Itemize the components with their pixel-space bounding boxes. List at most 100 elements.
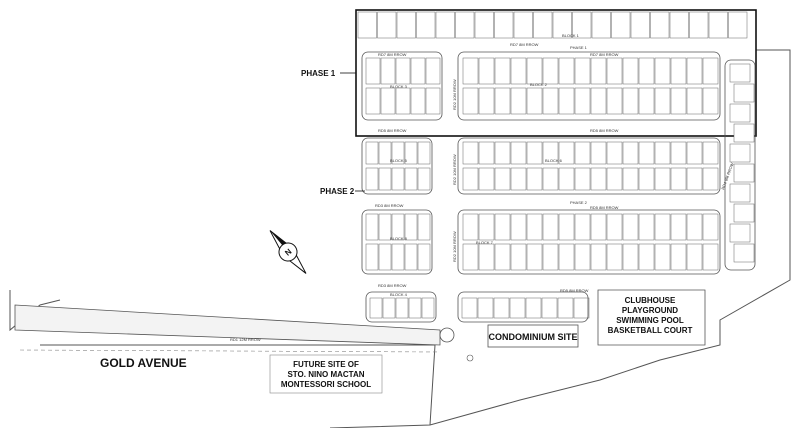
lot: [702, 167, 719, 191]
road-label-rd3c: RD3 8M RROW: [378, 283, 407, 288]
road-label-rd7b: RD7 8M RROW: [590, 52, 619, 57]
lot: [622, 213, 639, 241]
lot: [510, 243, 527, 271]
lot: [513, 11, 533, 39]
lot: [702, 141, 719, 165]
phase1-label: PHASE 1: [301, 69, 336, 78]
lot: [574, 243, 591, 271]
clubhouse-area: CLUBHOUSE PLAYGROUND SWIMMING POOL BASKE…: [597, 289, 706, 346]
lot: [708, 11, 728, 39]
phase2-inline-label: PHASE 2: [570, 200, 588, 205]
lot: [558, 213, 575, 241]
lot: [638, 213, 655, 241]
lot: [574, 167, 591, 191]
lot: [702, 57, 719, 85]
lot: [369, 297, 383, 319]
lot: [590, 87, 607, 115]
lot: [686, 87, 703, 115]
lot: [542, 167, 559, 191]
lot: [686, 167, 703, 191]
lot: [702, 213, 719, 241]
lot: [670, 57, 687, 85]
lot: [365, 167, 379, 191]
basketball-court-label: BASKETBALL COURT: [608, 326, 693, 335]
lot: [622, 167, 639, 191]
future-site-line1: FUTURE SITE OF: [293, 360, 359, 369]
lot: [478, 213, 495, 241]
lot: [654, 87, 671, 115]
lot: [462, 243, 479, 271]
lot: [670, 141, 687, 165]
lot: [493, 297, 510, 319]
lot: [606, 57, 623, 85]
lot: [395, 87, 411, 115]
block4-label: BLOCK 4: [390, 292, 408, 297]
lot: [461, 297, 478, 319]
lot: [494, 57, 511, 85]
phase2-label: PHASE 2: [320, 187, 355, 196]
lot: [590, 57, 607, 85]
lot: [391, 243, 405, 271]
lot: [728, 11, 748, 39]
lot: [378, 167, 392, 191]
lot: [670, 243, 687, 271]
lot: [574, 141, 591, 165]
lot: [542, 87, 559, 115]
lot: [654, 141, 671, 165]
lot: [729, 143, 751, 163]
lot: [380, 87, 396, 115]
road-label-rd5b: RD5 8M RROW: [590, 128, 619, 133]
lot: [408, 297, 422, 319]
lot: [669, 11, 689, 39]
lot: [494, 141, 511, 165]
lot: [474, 11, 494, 39]
block3-label: BLOCK 3: [390, 84, 408, 89]
future-site-line2: STO. NINO MACTAN: [287, 370, 364, 379]
lot: [435, 11, 455, 39]
lot: [395, 297, 409, 319]
lot: [542, 141, 559, 165]
lot: [729, 103, 751, 123]
lot: [611, 11, 631, 39]
lot: [573, 297, 590, 319]
lot: [396, 11, 416, 39]
lot: [638, 141, 655, 165]
lot: [526, 87, 543, 115]
condominium-site: CONDOMINIUM SITE: [487, 324, 579, 348]
road-label-rd3b: RD5 8M RROW: [590, 205, 619, 210]
future-site-line3: MONTESSORI SCHOOL: [281, 380, 371, 389]
north-arrow-icon: N: [269, 230, 307, 274]
lot: [462, 167, 479, 191]
lot: [525, 297, 542, 319]
lot: [729, 63, 751, 83]
lot: [357, 11, 377, 39]
lot: [670, 167, 687, 191]
lot: [590, 141, 607, 165]
road-label-rd2c: RD2 10M RROW: [452, 231, 457, 262]
lot: [558, 243, 575, 271]
lot: [622, 87, 639, 115]
lot: [425, 57, 441, 85]
lot: [404, 213, 418, 241]
lot: [638, 167, 655, 191]
block-outlines: [361, 51, 756, 323]
lot: [417, 141, 431, 165]
lot: [542, 243, 559, 271]
block1-label: BLOCK 1: [562, 33, 580, 38]
lot: [462, 87, 479, 115]
playground-label: PLAYGROUND: [622, 306, 678, 315]
lot: [404, 167, 418, 191]
lot: [572, 11, 592, 39]
lot: [494, 87, 511, 115]
block6-label: BLOCK 6: [545, 158, 563, 163]
lot: [729, 183, 751, 203]
lot: [606, 87, 623, 115]
lot: [478, 57, 495, 85]
lot: [590, 213, 607, 241]
lot: [729, 223, 751, 243]
lot: [606, 167, 623, 191]
lot: [622, 141, 639, 165]
lot: [478, 167, 495, 191]
lot: [377, 11, 397, 39]
lot: [462, 141, 479, 165]
